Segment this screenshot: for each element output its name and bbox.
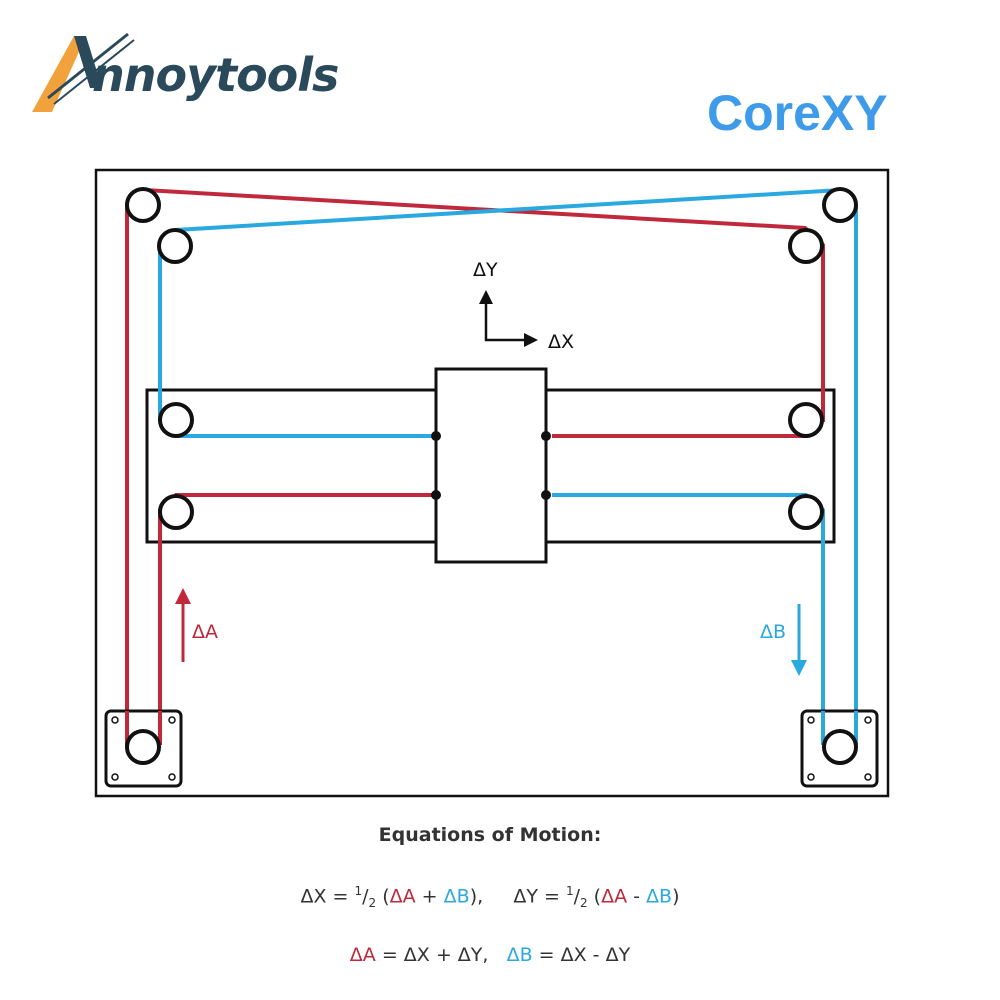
eq-half-den: 2 [580,896,588,911]
eq-delta-b: ΔB [646,885,673,908]
equation-line-1: ΔX = 1/2 (ΔA + ΔB), ΔY = 1/2 (ΔA - ΔB) [300,884,680,911]
page-title: CoreXY [707,85,888,141]
eq-delta-a: ΔA [389,885,416,908]
pulley-top-left-inner [157,228,193,264]
logo [32,32,135,112]
eq-delta-a: ΔA [601,885,628,908]
eq-plus: + [415,885,444,908]
eq-delta-a: ΔA [349,944,376,966]
eq-paren: ), [469,885,514,908]
label-dy: ΔY [473,259,498,281]
stylized-A-icon [32,32,135,112]
pulley-top-right-inner [788,228,824,264]
label-db: ΔB [760,621,786,643]
pulley-motor-right [822,729,858,765]
motor-left [104,709,183,788]
xy-axis-arrows [479,290,538,347]
equation-line-2: ΔA = ΔX + ΔY, ΔB = ΔX - ΔY [0,944,980,966]
belt-clamp [541,490,551,500]
equations-title: Equations of Motion: [378,824,602,846]
pulley-gantry-right-upper [788,402,824,438]
eq-half-den: 2 [368,896,377,911]
eq-b-rhs: = ΔX - ΔY [532,944,631,966]
logo-text: nnoytools [92,48,339,102]
delta-a-arrow [175,588,191,662]
label-da: ΔA [192,621,218,643]
eq-delta-b: ΔB [506,944,533,966]
eq-a-rhs: = ΔX + ΔY, [375,944,507,966]
pulley-motor-left [125,729,161,765]
eq-delta-b: ΔB [443,885,470,908]
pulley-gantry-left-upper [158,402,194,438]
motor-right [800,709,879,788]
pulley-gantry-right-lower [788,494,824,530]
label-dx: ΔX [548,331,574,353]
pulley-top-left-outer [125,187,161,223]
belt-clamp [431,490,441,500]
eq-dx-lhs: ΔX = [300,885,355,908]
eq-dy-lhs: ΔY = [513,885,566,908]
eq-minus: - [627,885,647,908]
pulley-gantry-left-lower [158,494,194,530]
belt-clamp [541,431,551,441]
pulley-top-right-outer [822,187,858,223]
eq-paren: ) [672,885,680,908]
delta-b-arrow [791,604,807,676]
frame [94,168,890,798]
belt-clamp [431,431,441,441]
eq-half-num: 1 [565,884,574,898]
carriage [434,367,548,564]
eq-paren: ( [376,885,390,908]
eq-paren: ( [587,885,602,908]
eq-half-num: 1 [354,884,363,898]
